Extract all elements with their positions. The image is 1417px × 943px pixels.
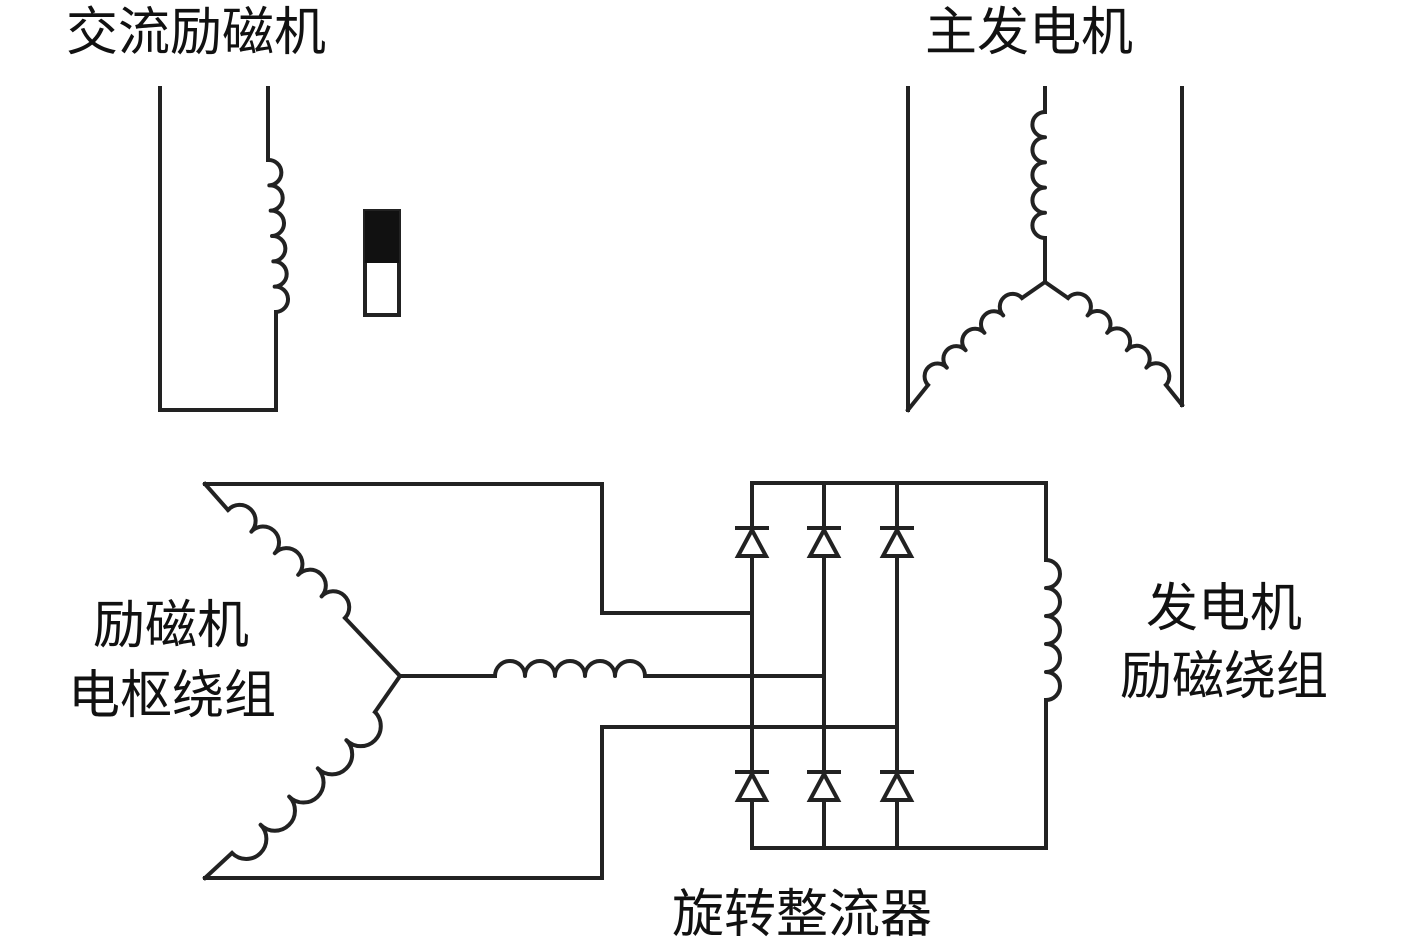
armature-coil-lower bbox=[230, 710, 383, 861]
armature-coil-middle bbox=[493, 659, 647, 678]
permanent-magnet bbox=[363, 209, 401, 317]
diode-5 bbox=[806, 769, 842, 802]
ac-exciter-stator-circuit bbox=[158, 86, 290, 412]
main-generator-coil-right bbox=[1066, 291, 1172, 387]
exciter-armature-label-line1: 励磁机 bbox=[93, 596, 249, 656]
main-generator-stator-circuit bbox=[905, 86, 1185, 413]
diode-1 bbox=[734, 525, 770, 558]
rotating-rectifier-label: 旋转整流器 bbox=[672, 885, 932, 943]
diode-6 bbox=[879, 769, 915, 802]
ac-exciter-label: 交流励磁机 bbox=[66, 3, 326, 63]
armature-coil-upper bbox=[226, 502, 352, 620]
field-winding-label-line1: 发电机 bbox=[1146, 579, 1302, 639]
generator-field-coil bbox=[1044, 558, 1062, 702]
main-generator-coil-top bbox=[1030, 110, 1047, 240]
rotating-rectifier-bridge bbox=[734, 481, 1048, 850]
diode-2 bbox=[806, 525, 842, 558]
exciter-stator-coil bbox=[266, 158, 290, 314]
field-winding-label-line2: 励磁绕组 bbox=[1120, 647, 1328, 707]
diode-4 bbox=[734, 769, 770, 802]
main-generator-label: 主发电机 bbox=[925, 3, 1133, 63]
rectifier-diodes bbox=[734, 525, 915, 802]
exciter-armature-winding bbox=[202, 481, 899, 881]
main-generator-coil-left bbox=[922, 291, 1024, 387]
diode-3 bbox=[879, 525, 915, 558]
exciter-armature-label-line2: 电枢绕组 bbox=[68, 666, 276, 726]
